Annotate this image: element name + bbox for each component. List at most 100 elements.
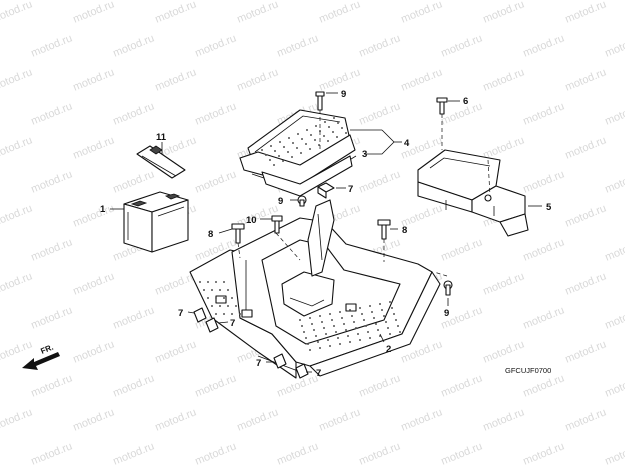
frame-dot <box>377 329 379 331</box>
frame-dot <box>389 333 391 335</box>
leader-lines <box>110 92 542 373</box>
frame-dot <box>319 315 321 317</box>
frame-dot <box>309 349 311 351</box>
callout-c11: 11 <box>156 132 167 143</box>
clip-7-bottom-a[interactable] <box>273 353 287 369</box>
frame-dot <box>361 313 363 315</box>
frame-dot <box>395 319 397 321</box>
clip-7-left-a[interactable] <box>193 307 207 323</box>
bolt-10[interactable] <box>271 215 283 234</box>
cover-dot <box>291 156 293 158</box>
cover-dot <box>333 117 335 119</box>
frame-dot <box>239 313 241 315</box>
frame-dot <box>349 341 351 343</box>
frame-dot <box>387 327 389 329</box>
frame-dot <box>301 325 303 327</box>
callout-c5: 5 <box>546 202 552 213</box>
clip-7-bottom-b[interactable] <box>295 363 309 379</box>
callout-c7c: 7 <box>230 318 235 329</box>
underseat-frame[interactable] <box>189 199 441 379</box>
cover-dot <box>332 131 334 133</box>
frame-dot <box>369 305 371 307</box>
clip-7-left-b[interactable] <box>205 317 219 333</box>
frame-dot <box>359 339 361 341</box>
callout-c7a: 7 <box>348 184 353 195</box>
frame-dot <box>223 281 225 283</box>
frame-dot <box>391 307 393 309</box>
frame-dot <box>379 303 381 305</box>
callout-c9c: 9 <box>444 308 449 319</box>
frame-dot <box>393 313 395 315</box>
cover-dot <box>341 127 343 129</box>
frame-dot <box>367 331 369 333</box>
frame-dot <box>333 325 335 327</box>
frame-dot <box>349 309 351 311</box>
frame-dot <box>219 289 221 291</box>
frame-dot <box>313 329 315 331</box>
cover-dot <box>327 140 329 142</box>
battery-cover-assembly[interactable] <box>239 109 357 197</box>
battery[interactable] <box>123 191 189 253</box>
frame-dot <box>305 337 307 339</box>
cover-dot <box>323 135 325 137</box>
battery-strap[interactable] <box>136 145 186 179</box>
bolt-9-top[interactable] <box>315 91 325 111</box>
cover-dot <box>297 133 299 135</box>
frame-dot <box>365 325 367 327</box>
frame-dot <box>327 339 329 341</box>
clip-7-upper[interactable] <box>317 182 335 199</box>
frame-dot <box>353 321 355 323</box>
frame-dot <box>339 311 341 313</box>
bolt-8-left[interactable] <box>231 223 245 244</box>
cover-dot <box>345 132 347 134</box>
frame-dot <box>223 313 225 315</box>
callout-c8b: 8 <box>402 225 407 236</box>
cover-dot <box>310 134 312 136</box>
frame-dot <box>215 281 217 283</box>
cover-dot <box>278 155 280 157</box>
front-direction-label: FR. <box>39 343 54 356</box>
frame-dot <box>215 297 217 299</box>
cover-dot <box>309 148 311 150</box>
frame-dot <box>355 327 357 329</box>
frame-dot <box>215 313 217 315</box>
bolt-6[interactable] <box>436 97 448 115</box>
frame-dot <box>357 333 359 335</box>
frame-dot <box>219 305 221 307</box>
cover-dot <box>283 146 285 148</box>
frame-dot <box>329 345 331 347</box>
frame-texture <box>199 281 401 351</box>
frame-dot <box>321 321 323 323</box>
cover-dot <box>300 152 302 154</box>
frame-dot <box>329 313 331 315</box>
callout-c10: 10 <box>246 215 257 226</box>
cover-dot <box>337 122 339 124</box>
bolt-8-right[interactable] <box>377 219 391 240</box>
cover-dot <box>315 125 317 127</box>
frame-dot <box>231 313 233 315</box>
frame-dot <box>385 321 387 323</box>
frame-dot <box>199 281 201 283</box>
frame-dot <box>341 317 343 319</box>
frame-dot <box>299 319 301 321</box>
frame-dot <box>389 301 391 303</box>
frame-dot <box>309 317 311 319</box>
cover-dot <box>305 143 307 145</box>
bolt-9-right[interactable] <box>443 280 453 296</box>
frame-dot <box>351 315 353 317</box>
bolt-9-mid[interactable] <box>297 195 307 207</box>
frame-dot <box>343 323 345 325</box>
callout-c1: 1 <box>100 204 106 215</box>
frame-dot <box>399 331 401 333</box>
cover-dot <box>287 151 289 153</box>
frame-dot <box>371 311 373 313</box>
cover-dot <box>274 150 276 152</box>
cover-dot <box>282 160 284 162</box>
cover-dot <box>270 145 272 147</box>
frame-dot <box>363 319 365 321</box>
battery-box-bracket[interactable] <box>417 149 529 237</box>
cover-dot <box>301 138 303 140</box>
cover-dot <box>296 147 298 149</box>
